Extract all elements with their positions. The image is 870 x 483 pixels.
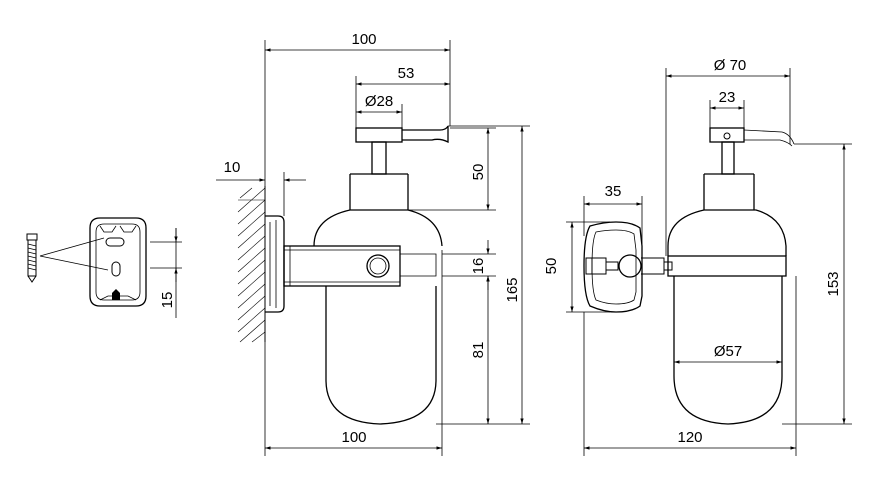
dim-plate-depth: 35 [605, 183, 622, 200]
screw-head-icon [366, 254, 390, 278]
dim-pump-height: 50 [470, 164, 487, 181]
wall-flange [265, 215, 285, 313]
dim-front-pump-width: 23 [719, 89, 736, 106]
dim-container-diameter: Ø57 [714, 343, 742, 360]
front-pump-head [709, 127, 795, 175]
dim-plate-height: 50 [543, 258, 560, 275]
front-view: Ø 70 23 35 50 153 Ø57 120 [543, 57, 852, 456]
dim-bottom-width: 100 [341, 429, 366, 446]
leader-line [39, 237, 105, 257]
wall-hatch [237, 186, 266, 343]
dim-total-height-front: 153 [825, 271, 842, 296]
screw-icon [26, 233, 38, 283]
holder-arm [283, 245, 401, 287]
front-arm [592, 257, 673, 275]
leader-line [39, 255, 109, 271]
mounting-plate-view: 15 [26, 217, 182, 318]
front-glass-container [667, 173, 787, 425]
front-screw-head-icon [618, 254, 642, 278]
slot-icon [105, 237, 125, 247]
pump-head [355, 125, 449, 175]
dim-bracket-height: 16 [470, 258, 487, 275]
side-view: 100 53 Ø28 10 50 16 81 165 [216, 31, 530, 456]
dim-wall-offset: 10 [224, 159, 241, 176]
front-wall-plate [583, 221, 643, 313]
dim-plate-hole-spacing: 15 [159, 292, 176, 309]
glass-container [313, 173, 443, 425]
mounting-plate [89, 217, 147, 307]
dim-total-height-side: 165 [504, 277, 521, 302]
dim-side-overall-width: 100 [351, 31, 376, 48]
dim-front-diameter: Ø 70 [714, 57, 747, 74]
keyhole-icon [111, 261, 121, 277]
dim-pump-diameter: Ø28 [365, 93, 393, 110]
dim-container-height: 81 [470, 342, 487, 359]
dim-front-overall-width: 120 [677, 429, 702, 446]
dim-pump-head-reach: 53 [398, 65, 415, 82]
notch-icon [112, 289, 120, 300]
